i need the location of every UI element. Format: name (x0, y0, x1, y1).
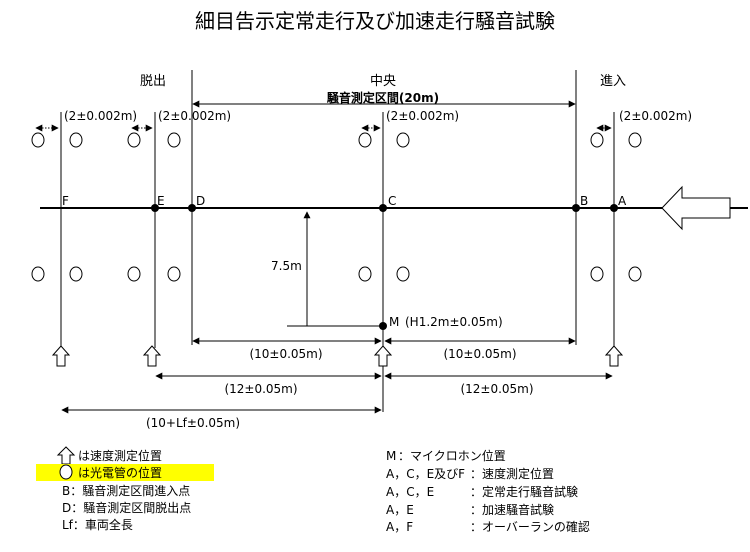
legend-right-key: A，E (386, 503, 414, 517)
tolerance-right: (2±0.002m) (619, 109, 692, 123)
photo-tube-icon (358, 266, 372, 282)
photo-tube-icon (590, 132, 604, 148)
legend-lf-text: Lf：車両全長 (62, 517, 133, 532)
point-a-dot (610, 204, 618, 212)
photo-tube-icon (69, 132, 83, 148)
legend-speed-text: は速度測定位置 (78, 448, 162, 463)
point-d-dot (188, 204, 196, 212)
zone-exit-label: 脱出 (140, 74, 166, 89)
legend-right-key: A，C，E (386, 485, 434, 499)
tolerance-left-inner: (2±0.002m) (158, 109, 231, 123)
point-d-label: D (196, 194, 205, 208)
distance-c-b: (10±0.05m) (443, 347, 516, 361)
point-e-dot (151, 204, 159, 212)
distance-arrows (61, 337, 613, 414)
legend-right-sep: ： (470, 520, 482, 534)
mic-height-label: (H1.2m±0.05m) (405, 315, 503, 329)
speed-marker-icon (51, 345, 71, 367)
point-b-dot (572, 204, 580, 212)
legend-photo-text: は光電管の位置 (78, 465, 162, 480)
photo-tube-icon (628, 132, 642, 148)
point-c-label: C (388, 194, 396, 208)
legend-right-key: A，F (386, 520, 413, 534)
speed-marker-icon (142, 345, 162, 367)
point-e-label: E (157, 194, 165, 208)
photo-tube-icon (127, 266, 141, 282)
legend-right-val: 加速騒音試験 (482, 502, 554, 517)
photo-tube-icon (167, 266, 181, 282)
photo-tube-icon (31, 132, 45, 148)
photo-tube-icon (127, 132, 141, 148)
point-c-dot (379, 204, 387, 212)
legend-right-val: マイクロホン位置 (410, 448, 506, 463)
photo-tube-circles (31, 132, 642, 282)
interval-label: 騒音測定区間(20m) (326, 90, 439, 105)
distance-d-c: (10±0.05m) (249, 347, 322, 361)
microphone-dot (379, 322, 387, 330)
photo-tube-icon (590, 266, 604, 282)
point-f-label: F (62, 194, 69, 208)
zone-center-label: 中央 (370, 74, 396, 89)
tolerance-center: (2±0.002m) (386, 109, 459, 123)
distance-f-c: (10+Lf±0.05m) (146, 416, 240, 430)
legend-right-key: M (386, 449, 396, 463)
speed-marker-icon (373, 345, 393, 367)
direction-arrow-icon (661, 185, 731, 231)
legend-right-val: 速度測定位置 (482, 466, 554, 481)
point-b-label: B (580, 194, 588, 208)
photo-tube-icon (167, 132, 181, 148)
photo-tube-icon (396, 266, 410, 282)
legend-right-sep: ： (470, 485, 482, 499)
zone-entry-label: 進入 (600, 74, 626, 89)
photo-tube-icon (628, 266, 642, 282)
legend-right-val: 定常走行騒音試験 (482, 484, 578, 499)
speed-marker-icon (604, 345, 624, 367)
diagram-title: 細目告示定常走行及び加速走行騒音試験 (195, 9, 555, 33)
distance-e-c: (12±0.05m) (224, 382, 297, 396)
photo-tube-icon (31, 266, 45, 282)
legend-right-val: オーバーランの確認 (482, 519, 590, 534)
legend-b-text: B：騒音測定区間進入点 (62, 483, 190, 498)
legend-right-sep: ： (470, 503, 482, 517)
speed-markers (51, 345, 624, 367)
legend-right-key: A，C，E及びF (386, 467, 465, 481)
mic-point-label: M (389, 315, 399, 329)
photo-tube-icon (69, 266, 83, 282)
legend-d-text: D：騒音測定区間脱出点 (62, 500, 191, 515)
photo-tube-icon (358, 132, 372, 148)
mic-distance-label: 7.5m (271, 259, 302, 273)
legend-photo-tube-icon (59, 464, 73, 480)
point-a-label: A (618, 194, 627, 208)
tolerance-left-outer: (2±0.002m) (64, 109, 137, 123)
legend-speed-icon (56, 446, 76, 465)
legend-highlight (36, 464, 214, 481)
distance-c-a: (12±0.05m) (460, 382, 533, 396)
legend-right-sep: ： (470, 467, 482, 481)
track-points (151, 204, 618, 212)
photo-tube-icon (396, 132, 410, 148)
legend-right-sep: ： (398, 449, 410, 463)
